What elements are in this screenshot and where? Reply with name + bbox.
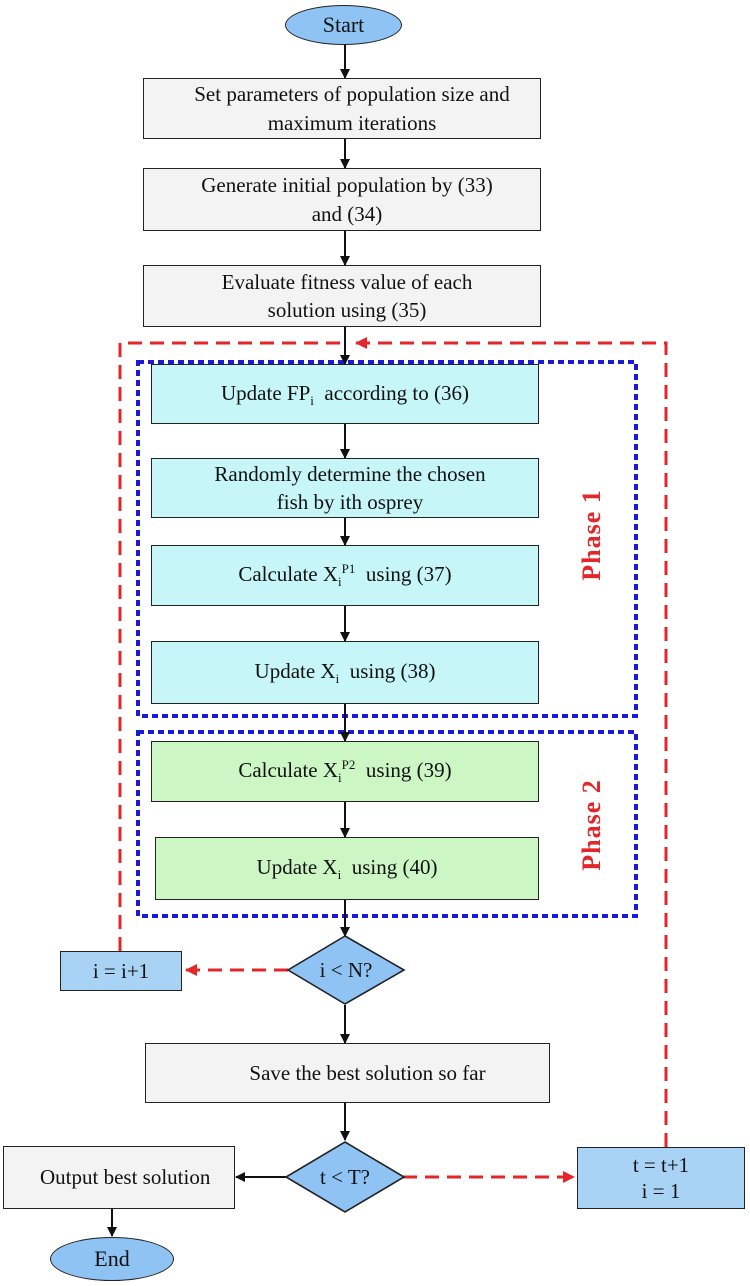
decision-t-diamond bbox=[284, 1141, 406, 1213]
output-best-step: Output best solution bbox=[3, 1146, 235, 1209]
update-x-38-label: Update Xi using (38) bbox=[254, 659, 436, 687]
save-best-step: Save the best solution so far bbox=[145, 1043, 550, 1103]
update-fp-label: Update FPi according to (36) bbox=[221, 380, 469, 408]
phase2-frame bbox=[136, 730, 638, 918]
update-x-38-step: Update Xi using (38) bbox=[151, 641, 539, 704]
increment-t-step: t = t+1 i = 1 bbox=[577, 1147, 745, 1209]
decision-i-diamond bbox=[286, 935, 406, 1005]
loop-increment-i-back bbox=[118, 341, 345, 951]
loop-increment-t-back bbox=[355, 337, 668, 1147]
update-x-40-label: Update Xi using (40) bbox=[256, 855, 438, 883]
randomly-determine-step: Randomly determine the chosen fish by it… bbox=[151, 458, 539, 518]
calculate-xp1-label: Calculate XiP1 using (37) bbox=[238, 561, 452, 590]
start-terminal: Start bbox=[285, 5, 402, 45]
reset-i-label: i = 1 bbox=[641, 1179, 681, 1203]
update-fp-step: Update FPi according to (36) bbox=[151, 364, 539, 424]
evaluate-fitness-step: Evaluate fitness value of each solution … bbox=[143, 265, 541, 327]
end-terminal: End bbox=[50, 1237, 174, 1281]
calculate-xp2-label: Calculate XiP2 using (39) bbox=[238, 757, 452, 786]
update-x-40-step: Update Xi using (40) bbox=[155, 837, 539, 900]
calculate-xp2-step: Calculate XiP2 using (39) bbox=[151, 741, 539, 802]
decision-t-label: t < T? bbox=[320, 1164, 370, 1189]
increment-i-step: i = i+1 bbox=[60, 951, 182, 991]
generate-population-step: Generate initial population by (33) and … bbox=[143, 168, 541, 231]
decision-i-label: i < N? bbox=[319, 957, 373, 982]
set-parameters-step: Set parameters of population size and ma… bbox=[143, 78, 541, 139]
phase2-label: Phase 2 bbox=[577, 779, 606, 871]
increment-t-label: t = t+1 bbox=[632, 1152, 690, 1177]
phase1-frame bbox=[136, 360, 638, 718]
calculate-xp1-step: Calculate XiP1 using (37) bbox=[151, 545, 539, 606]
phase1-label: Phase 1 bbox=[577, 489, 606, 581]
